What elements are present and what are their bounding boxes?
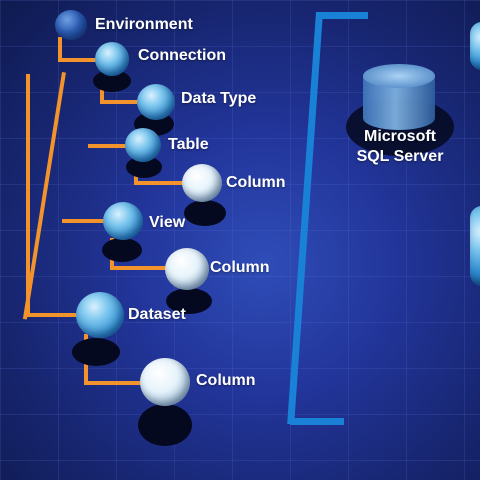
column-shadow (166, 288, 212, 314)
edge-view-column (110, 266, 168, 270)
connection-shadow (93, 70, 131, 92)
environment-node-icon (55, 10, 87, 40)
edge-dataset-column (84, 381, 144, 385)
dataset-node-icon (76, 292, 124, 338)
database-label-line2: SQL Server (356, 148, 444, 165)
database-label-line1: Microsoft (364, 128, 436, 145)
node-label-environment: Environment (95, 16, 193, 33)
table-column-node-icon (182, 164, 222, 202)
tree-trunk (26, 74, 30, 316)
dataset-column-node-icon (140, 358, 190, 406)
node-label-connection: Connection (138, 47, 226, 64)
connection-node-icon (95, 42, 129, 76)
column-shadow (138, 404, 192, 446)
offscreen-database-icon-bottom (470, 206, 480, 286)
bracket-top (316, 12, 368, 19)
view-node-icon (103, 202, 143, 240)
edge-environment-connection (58, 37, 62, 62)
table-shadow (126, 156, 162, 178)
node-label-dataset-column: Column (196, 372, 256, 389)
node-label-dataset: Dataset (128, 306, 186, 323)
view-shadow (102, 238, 142, 262)
node-label-view-column: Column (210, 259, 270, 276)
dataset-shadow (72, 338, 120, 366)
edge-connection-datatype (100, 100, 140, 104)
view-column-node-icon (165, 248, 209, 290)
edge-environment-connection (58, 58, 98, 62)
edge-connection-view (62, 219, 106, 223)
node-label-view: View (149, 214, 186, 231)
edge-connection-dataset (26, 313, 80, 317)
node-label-table-column: Column (226, 174, 286, 191)
data-type-node-icon (137, 84, 175, 120)
node-label-table: Table (168, 136, 209, 153)
bracket-bottom (290, 418, 344, 425)
edge-table-column (134, 181, 186, 185)
node-label-data-type: Data Type (181, 90, 257, 107)
column-shadow (184, 200, 226, 226)
database-label: Microsoft SQL Server (340, 127, 460, 167)
table-node-icon (125, 128, 161, 162)
edge-connection-table (88, 144, 128, 148)
offscreen-database-icon-top (470, 22, 480, 70)
